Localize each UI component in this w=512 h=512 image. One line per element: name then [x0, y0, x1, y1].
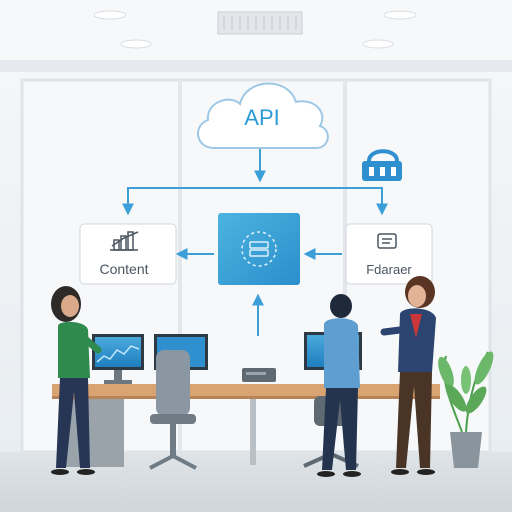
bar-chart-icon	[110, 231, 139, 251]
padlock-icon	[362, 149, 402, 181]
ceiling-vent	[217, 11, 303, 35]
person-right	[380, 276, 436, 475]
vent-slats	[223, 16, 297, 30]
server-icon	[241, 231, 277, 267]
content-box-label: Content	[99, 261, 148, 277]
server-box	[218, 213, 300, 285]
ceiling-light	[120, 39, 152, 49]
person-left	[51, 286, 102, 475]
connection-lines	[122, 148, 388, 336]
right-box	[345, 223, 433, 285]
desk-device-slot	[246, 372, 266, 375]
document-icon	[377, 233, 397, 249]
ceiling-light	[93, 10, 127, 20]
right-box-label: Fdaraer	[366, 262, 412, 277]
ceiling-beam	[0, 60, 512, 72]
ceiling-light	[362, 39, 394, 49]
branch-line	[122, 187, 388, 216]
person-middle	[317, 294, 361, 477]
ceiling-light	[383, 10, 417, 20]
cloud-icon	[197, 82, 329, 149]
potted-plant	[438, 351, 494, 468]
cloud-label: API	[244, 105, 279, 130]
office-chair	[149, 350, 197, 470]
content-box	[79, 223, 177, 285]
